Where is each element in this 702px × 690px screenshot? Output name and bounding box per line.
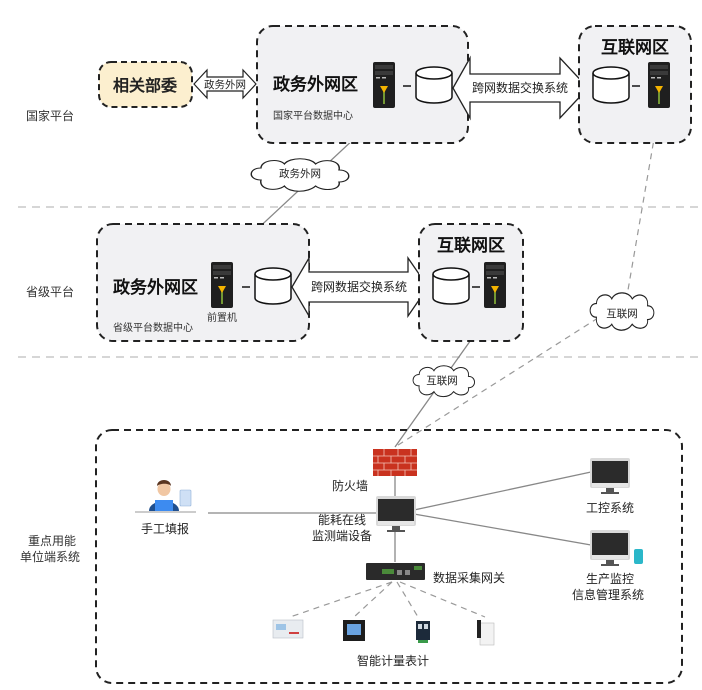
svg-text:互联网: 互联网: [426, 375, 458, 387]
mobile-phone-icon: [634, 549, 643, 564]
tier-label-enterprise-2: 单位端系统: [20, 549, 80, 564]
svg-text:政务外网: 政务外网: [204, 78, 246, 91]
svg-text:跨网数据交换系统: 跨网数据交换系统: [472, 80, 568, 95]
monitor-device-label-2: 监测端设备: [312, 529, 372, 543]
link-gateway-meter-2: [353, 581, 393, 618]
svg-text:国家平台数据中心: 国家平台数据中心: [273, 109, 353, 122]
industrial-control-monitor-icon: [590, 458, 630, 494]
front-server-icon: [210, 261, 234, 309]
cloud-internet-right: 互联网: [589, 292, 655, 331]
national-internet-server-icon: [647, 61, 671, 109]
svg-text:政务外网区: 政务外网区: [273, 74, 358, 95]
link-monitor-industrial: [413, 471, 592, 511]
enterprise-zone: [95, 429, 683, 684]
provincial-internet-zone: 互联网区: [418, 223, 524, 342]
monitor-device-icon: [376, 496, 416, 532]
link-gateway-meter-4: [399, 581, 486, 618]
national-gov-server-icon: [372, 61, 396, 109]
tier-label-provincial: 省级平台: [26, 284, 74, 299]
svg-text:相关部委: 相关部委: [113, 76, 178, 95]
firewall-label: 防火墙: [332, 478, 368, 493]
cloud-internet-mid: 互联网: [412, 365, 476, 398]
svg-text:政务外网: 政务外网: [279, 167, 321, 180]
monitor-device-label-1: 能耗在线: [318, 513, 366, 527]
industrial-control-label: 工控系统: [586, 501, 634, 515]
svg-text:互联网区: 互联网区: [437, 236, 505, 256]
link-gateway-meter-3: [396, 581, 419, 618]
svg-text:跨网数据交换系统: 跨网数据交换系统: [311, 279, 407, 294]
smart-meters-label: 智能计量表计: [357, 653, 429, 668]
smart-meter-2-icon: [343, 620, 365, 641]
svg-text:互联网区: 互联网区: [601, 38, 669, 58]
link-national-internet-dashed: [627, 109, 660, 291]
svg-text:互联网: 互联网: [606, 308, 638, 320]
provincial-exchange-arrow: 跨网数据交换系统: [291, 255, 429, 319]
national-internet-zone: 互联网区: [578, 25, 692, 144]
provincial-internet-server-icon: [483, 261, 507, 309]
provincial-gov-zone: 政务外网区 省级平台数据中心 前置机: [96, 223, 310, 342]
provincial-gov-database-icon: [254, 267, 292, 305]
manual-report-label: 手工填报: [141, 521, 189, 536]
link-cloud-to-firewall-dashed: [394, 317, 599, 448]
smart-meter-1-icon: [272, 619, 304, 639]
national-gov-zone: 政务外网区 国家平台数据中心: [256, 25, 469, 144]
cloud-gov-network: 政务外网: [250, 158, 350, 192]
tier-label-national: 国家平台: [26, 108, 74, 123]
national-internet-database-icon: [592, 66, 630, 104]
svg-text:省级平台数据中心: 省级平台数据中心: [113, 321, 193, 334]
person-at-laptop-icon: [135, 480, 196, 513]
provincial-internet-database-icon: [432, 267, 470, 305]
smart-meter-3-icon: [416, 621, 430, 643]
production-label-2: 信息管理系统: [572, 587, 644, 602]
svg-text:前置机: 前置机: [207, 311, 237, 324]
national-gov-database-icon: [415, 66, 453, 104]
national-exchange-arrow: 跨网数据交换系统: [452, 55, 589, 121]
firewall-icon: [373, 449, 417, 476]
production-label-1: 生产监控: [586, 572, 634, 586]
svg-text:政务外网区: 政务外网区: [113, 277, 198, 298]
data-gateway-label: 数据采集网关: [433, 570, 505, 585]
production-monitor-icon: [590, 530, 630, 566]
link-gateway-meter-1: [289, 581, 393, 618]
data-gateway-icon: [366, 563, 425, 580]
link-monitor-production: [413, 513, 592, 546]
tier-label-enterprise-1: 重点用能: [28, 534, 76, 548]
ministries-box: 相关部委: [98, 61, 193, 108]
smart-meter-4-icon: [477, 620, 495, 646]
gov-network-arrow: 政务外网: [193, 68, 257, 100]
